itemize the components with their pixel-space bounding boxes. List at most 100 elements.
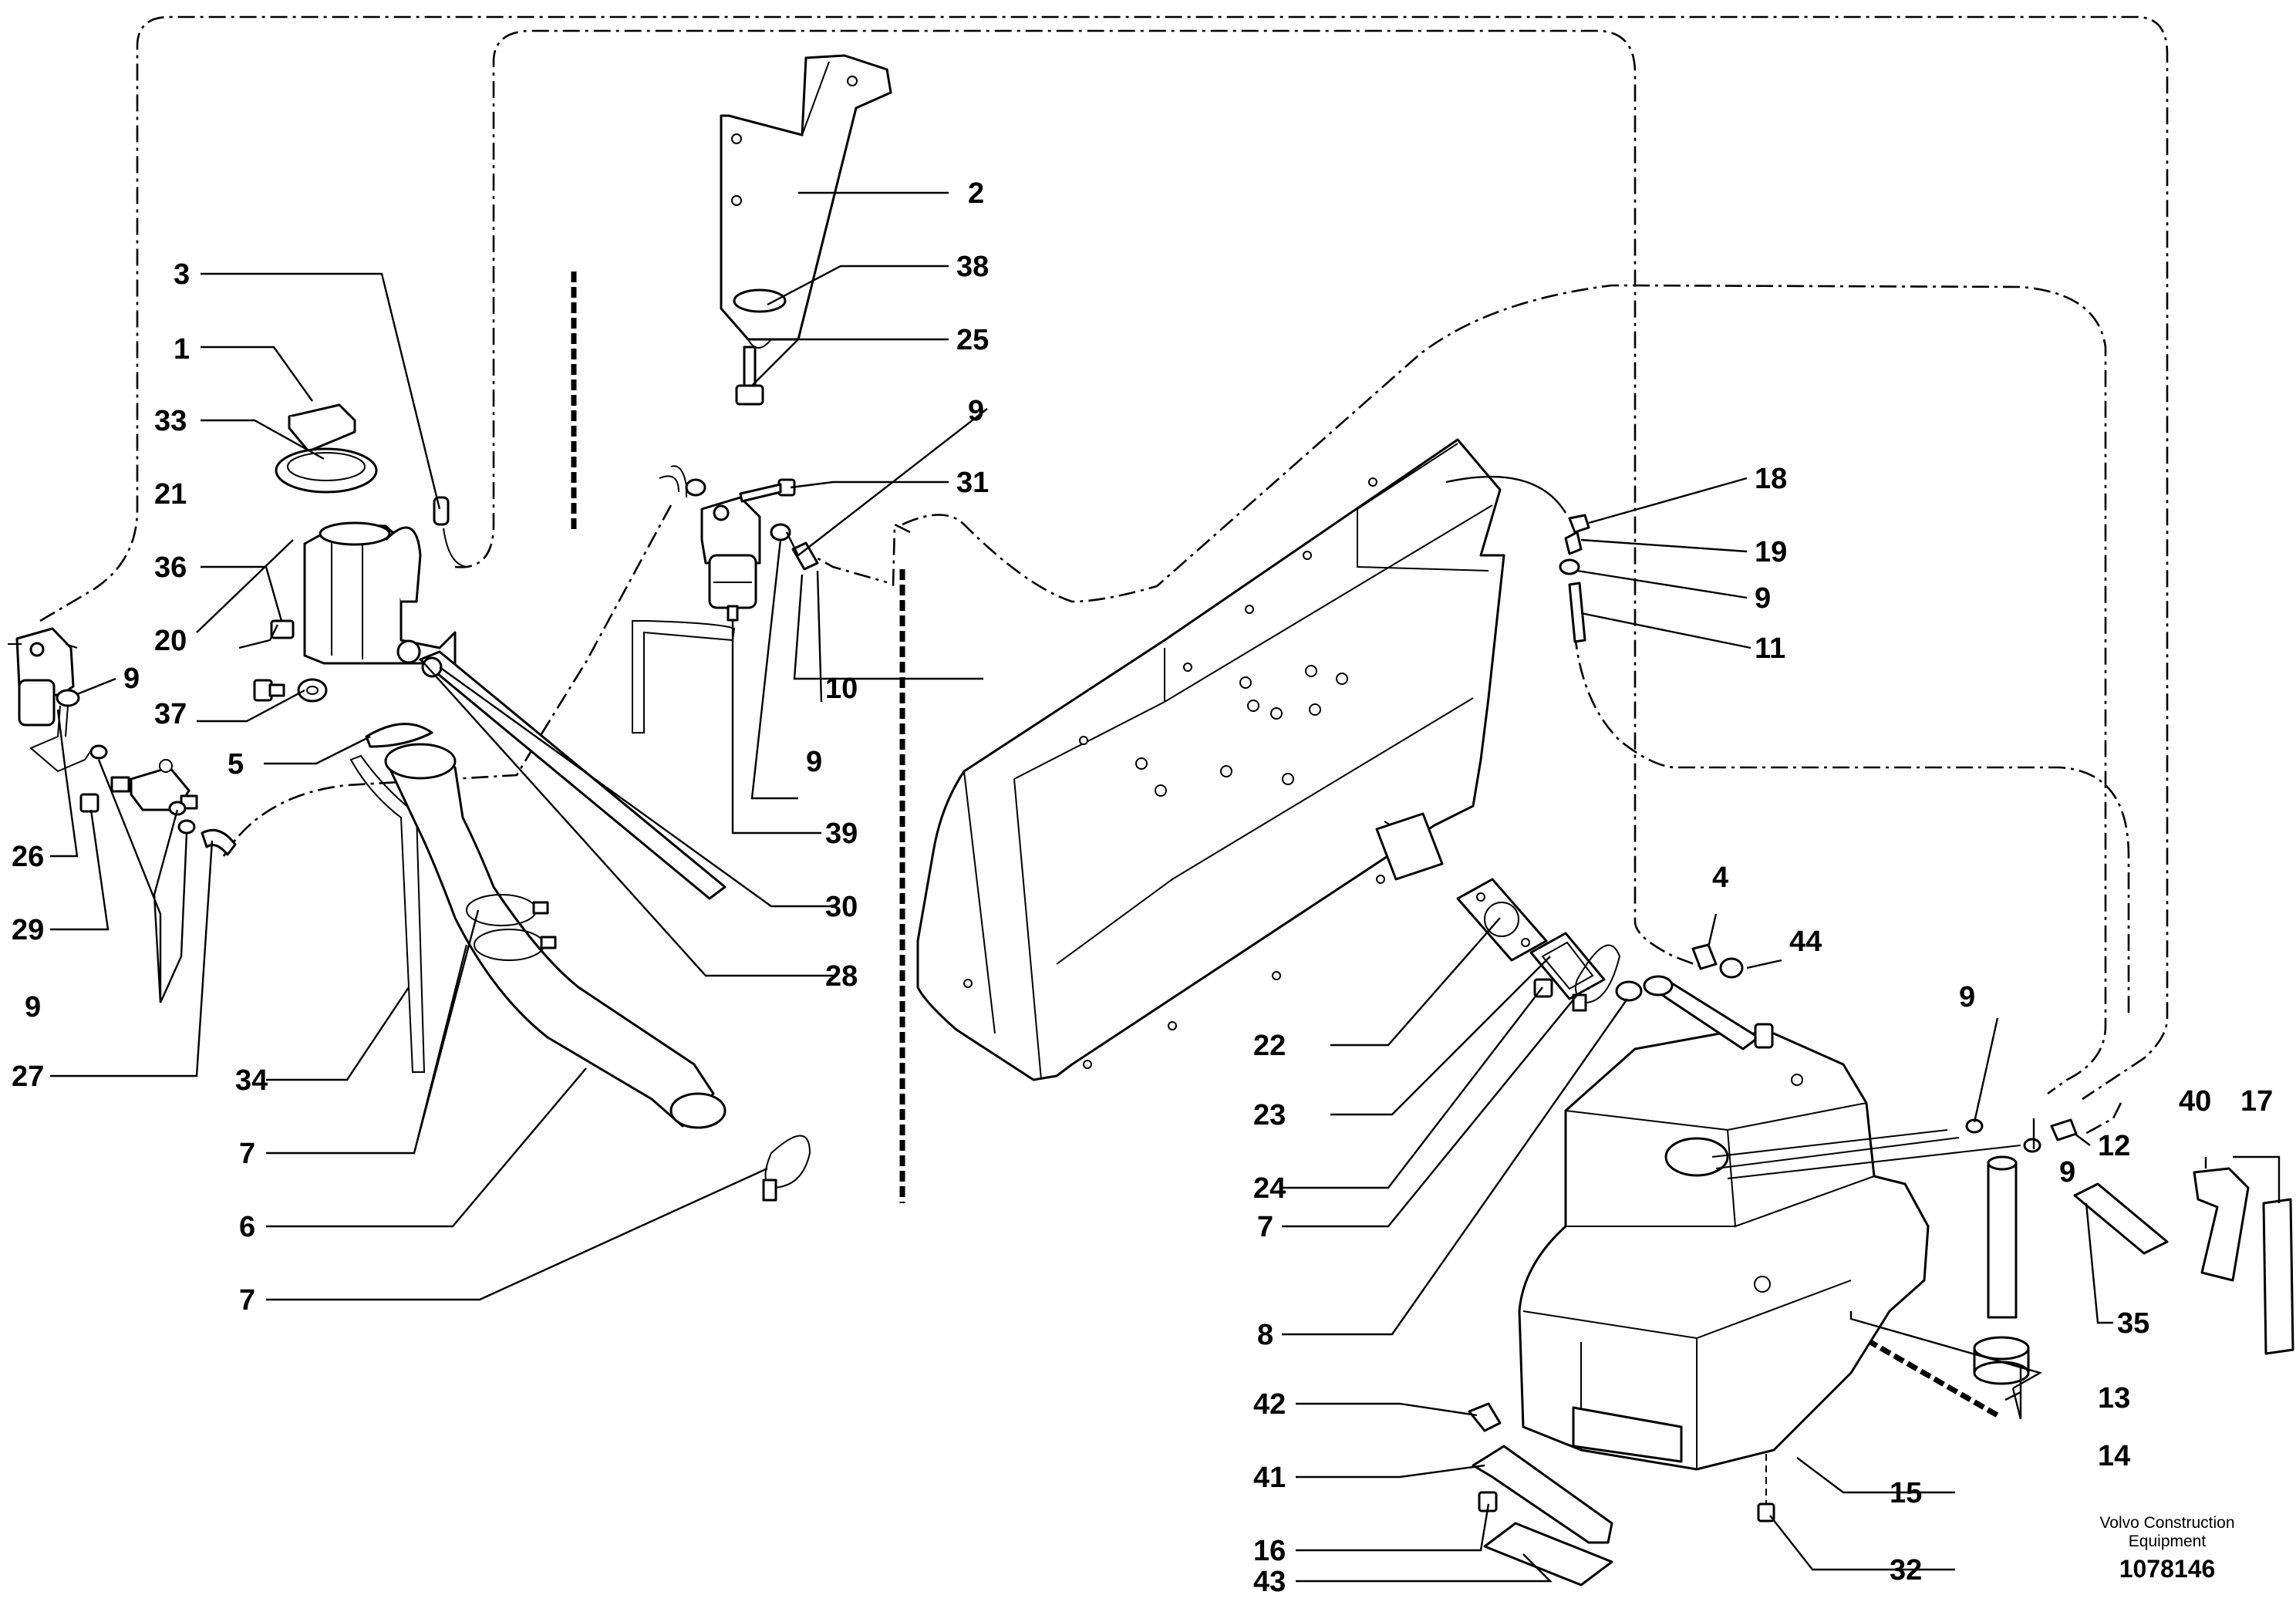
callout-23: 23: [1253, 1099, 1286, 1131]
callout-26: 26: [12, 841, 44, 873]
hose-27: [201, 828, 237, 856]
callout-6: 6: [239, 1211, 255, 1243]
callout-9: 9: [25, 991, 41, 1023]
callout-2: 2: [968, 177, 984, 210]
callout-41: 41: [1253, 1462, 1286, 1494]
callout-1: 1: [174, 333, 190, 366]
pad-35: [2073, 1182, 2169, 1255]
side-panel: [916, 438, 1505, 1081]
callout-3: 3: [174, 258, 190, 291]
pipe-13: [1987, 1155, 2018, 1319]
gasket-23: [1529, 932, 1606, 1000]
filler-housing: [303, 521, 457, 665]
callout-9: 9: [2059, 1156, 2075, 1189]
filler-cap: [288, 403, 356, 453]
tank-fuel-lines: [1711, 1129, 2021, 1179]
clip-42: [1468, 1402, 1502, 1432]
callout-18: 18: [1755, 463, 1787, 495]
pipe-39: [632, 620, 736, 733]
cap-gasket: [275, 447, 378, 494]
fitting-19: [1564, 531, 1583, 555]
tank-filler-pipe: [1643, 975, 1760, 1050]
clamp-9-pump: [89, 744, 196, 835]
fuel-line-upper: [659, 465, 687, 497]
bolt-25: [735, 346, 764, 406]
drawing-number: 1078146: [2119, 1555, 2216, 1583]
callout-34: 34: [235, 1064, 268, 1097]
callout-32: 32: [1890, 1554, 1922, 1587]
routing-lines: [39, 15, 2169, 1137]
tube-28: [419, 650, 727, 900]
callout-44: 44: [1789, 926, 1822, 958]
wire-harness: [1445, 475, 1567, 514]
callout-7: 7: [1257, 1211, 1273, 1243]
callout-38: 38: [956, 251, 989, 283]
callout-35: 35: [2117, 1307, 2149, 1340]
callout-24: 24: [1253, 1172, 1286, 1205]
callout-16: 16: [1253, 1535, 1286, 1567]
brand-line-1: Volvo Construction: [2099, 1514, 2234, 1532]
panel-fasteners: [963, 477, 1385, 1069]
pad-17: [2262, 1198, 2294, 1355]
hose-12: [2050, 1118, 2078, 1141]
bolt-20: [253, 679, 285, 702]
callout-12: 12: [2098, 1130, 2130, 1162]
callout-22: 22: [1253, 1030, 1286, 1062]
nut-18: [1568, 514, 1590, 534]
fuel-filter-center: [700, 496, 761, 622]
callout-9: 9: [968, 395, 984, 427]
callout-4: 4: [1712, 862, 1728, 894]
callouts: 1 2 3 4 5 6 7 7 7 8 9 9 9 9 9 9 9 10 11 …: [12, 177, 2273, 1598]
clamp-9-left: [56, 689, 80, 707]
leader-lines: [50, 191, 2281, 1583]
callout-33: 33: [154, 405, 187, 437]
tank-fitting: [1754, 1023, 1774, 1049]
callout-39: 39: [825, 818, 858, 850]
callout-7: 7: [239, 1284, 255, 1317]
mounting-bracket: [720, 54, 892, 349]
callout-10: 10: [825, 673, 858, 705]
fitting-30: [396, 639, 443, 678]
callout-19: 19: [1755, 536, 1787, 568]
callout-17: 17: [2240, 1085, 2273, 1118]
hose-clamps-7: [466, 894, 557, 961]
callout-14: 14: [2098, 1440, 2130, 1472]
bracket-41: [1472, 1445, 1613, 1544]
callout-20: 20: [154, 625, 187, 657]
callout-29: 29: [12, 914, 44, 946]
callout-30: 30: [825, 891, 858, 923]
pump-unit: [110, 759, 198, 811]
callout-11: 11: [1755, 632, 1785, 665]
clamp-8: [1615, 980, 1643, 1002]
callout-31: 31: [956, 467, 989, 499]
brand-line-2: Equipment: [2129, 1533, 2207, 1550]
clamp-9-right: [1559, 558, 1580, 575]
clamp-9-tank-b: [2023, 1138, 2041, 1153]
callout-5: 5: [228, 748, 244, 781]
callout-25: 25: [956, 324, 989, 356]
cable-tie-7: [762, 1135, 811, 1202]
gasket-22: [1456, 878, 1548, 962]
dipstick-34: [349, 754, 426, 1073]
callout-9: 9: [1959, 981, 1975, 1013]
callout-21: 21: [154, 478, 187, 511]
clamp-9-upper: [685, 478, 706, 497]
callout-36: 36: [154, 551, 187, 584]
callout-40: 40: [2179, 1085, 2211, 1118]
callout-9: 9: [1755, 582, 1771, 615]
pad-40: [2193, 1167, 2250, 1282]
callout-27: 27: [12, 1061, 44, 1093]
ground-lines: [571, 271, 1999, 1418]
callout-9: 9: [123, 663, 140, 695]
fuel-line-26: [29, 705, 93, 773]
washer-37: [297, 678, 328, 703]
callout-13: 13: [2098, 1382, 2130, 1415]
clamp-5: [365, 723, 433, 748]
callout-9: 9: [806, 746, 822, 778]
strip-43: [1483, 1522, 1613, 1587]
hose-11: [1568, 582, 1586, 643]
hose-4: [1691, 943, 1718, 970]
callout-43: 43: [1253, 1566, 1286, 1598]
callout-42: 42: [1253, 1388, 1286, 1421]
